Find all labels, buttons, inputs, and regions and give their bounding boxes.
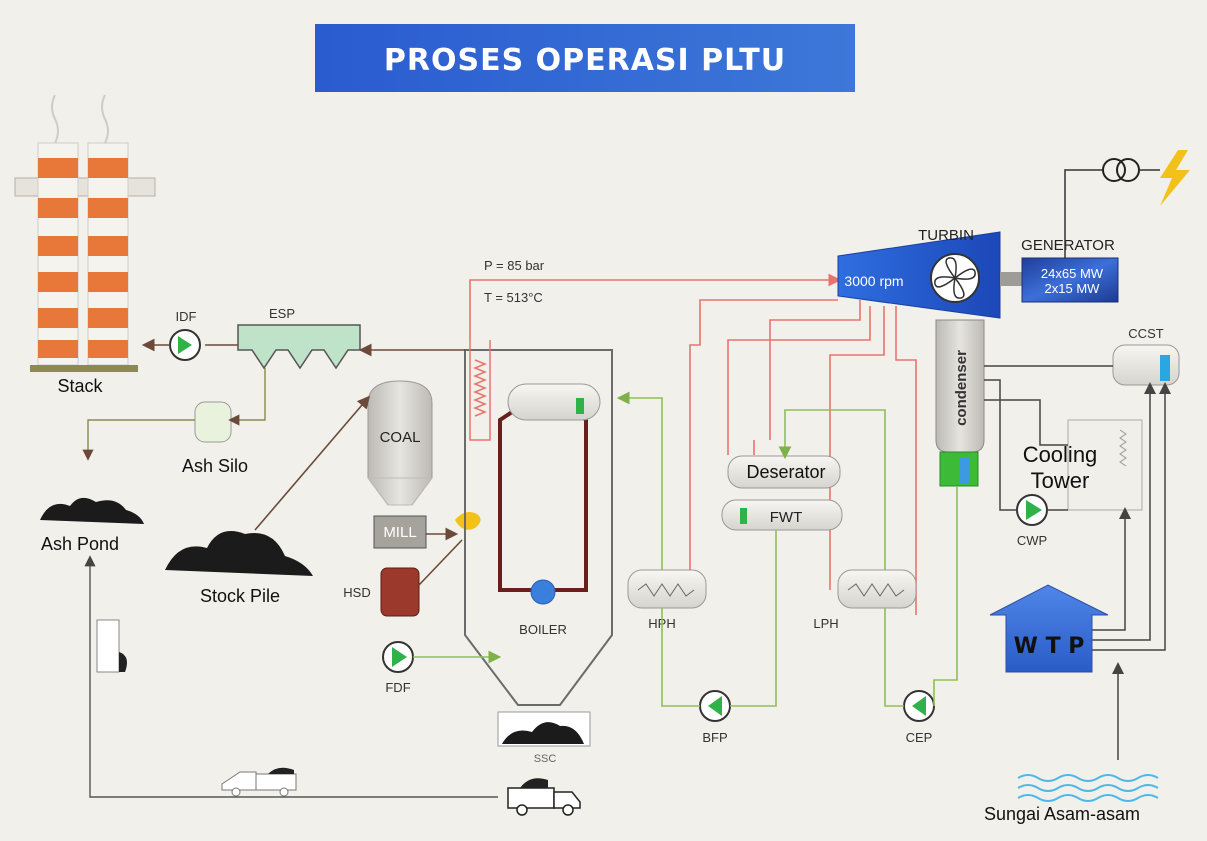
ash-pond-label: Ash Pond	[41, 534, 119, 554]
turbine[interactable]	[837, 231, 1001, 319]
fwt-tank[interactable]	[721, 499, 843, 531]
bfp-label: BFP	[702, 730, 727, 745]
steam-drum[interactable]	[507, 383, 601, 421]
flue-gas-lines	[141, 338, 465, 586]
ash-lines	[82, 368, 498, 798]
fwt-label: FWT	[770, 509, 802, 526]
idf-pump[interactable]	[169, 329, 201, 361]
cep-pump[interactable]	[903, 690, 935, 722]
hsd-label: HSD	[343, 585, 370, 600]
cooling-tower[interactable]	[1067, 419, 1143, 511]
title-banner: PROSES OPERASI PLTU	[315, 24, 855, 92]
truck-moving-icon	[221, 767, 297, 797]
turbine-label: TURBIN	[918, 227, 974, 244]
boiler-label: BOILER	[519, 622, 567, 637]
cwp-pump[interactable]	[1016, 494, 1048, 526]
transformer-icon	[1064, 158, 1160, 258]
stock-pile-label: Stock Pile	[200, 586, 280, 606]
mill[interactable]	[373, 515, 427, 549]
generator-label: GENERATOR	[1021, 237, 1115, 254]
ssc-label: SSC	[534, 753, 557, 765]
fdf-pump[interactable]	[382, 641, 414, 673]
stack	[14, 94, 156, 372]
cooling-tower-label-1: Cooling	[1023, 442, 1098, 467]
generator[interactable]	[1021, 257, 1119, 303]
steam-temperature: T = 513°C	[484, 290, 543, 305]
stack-label: Stack	[57, 376, 103, 396]
condenser-label: condenser	[953, 350, 970, 426]
truck-vertical-icon	[96, 619, 127, 673]
hsd-tank[interactable]	[380, 567, 420, 617]
cwp-label: CWP	[1017, 533, 1047, 548]
steam-lines	[469, 273, 917, 615]
lightning-icon	[1160, 150, 1190, 206]
condenser[interactable]	[935, 319, 985, 487]
fdf-label: FDF	[385, 680, 410, 695]
ccst-label: CCST	[1128, 326, 1163, 341]
lph-label: LPH	[813, 616, 838, 631]
deserator-label: Deserator	[746, 462, 825, 482]
esp-label: ESP	[269, 306, 295, 321]
coal-label: COAL	[380, 429, 421, 446]
mill-label: MILL	[383, 524, 416, 541]
wtp-unit[interactable]	[989, 584, 1109, 673]
ash-pond[interactable]	[40, 497, 144, 524]
page-title: PROSES OPERASI PLTU	[384, 43, 786, 78]
hph-heater[interactable]	[627, 569, 707, 609]
turbine-rpm: 3000 rpm	[844, 273, 903, 289]
coal-bunker[interactable]	[367, 380, 433, 506]
ash-silo[interactable]	[194, 401, 232, 443]
cooling-tower-label-2: Tower	[1031, 468, 1090, 493]
turbine-shaft	[1000, 272, 1022, 286]
ash-silo-label: Ash Silo	[182, 456, 248, 476]
river-waves	[1017, 774, 1159, 802]
ccst-tank[interactable]	[1112, 344, 1180, 386]
lph-heater[interactable]	[837, 569, 917, 609]
cooling-water-lines	[984, 365, 1171, 760]
truck-loaded-icon	[507, 778, 581, 816]
stock-pile[interactable]	[165, 531, 313, 576]
bfp-pump[interactable]	[699, 690, 731, 722]
wtp-label: W T P	[1014, 634, 1085, 659]
cep-label: CEP	[906, 730, 933, 745]
generator-capacity-2: 2x15 MW	[1045, 281, 1101, 296]
burner-flame-icon	[455, 512, 481, 530]
feedwater-lines	[616, 391, 958, 707]
steam-pressure: P = 85 bar	[484, 258, 545, 273]
esp-unit[interactable]	[237, 324, 361, 370]
ssc-conveyor[interactable]	[497, 711, 591, 747]
superheater-coil	[469, 340, 491, 441]
idf-label: IDF	[176, 309, 197, 324]
river-label: Sungai Asam-asam	[984, 804, 1140, 824]
generator-capacity-1: 24x65 MW	[1041, 266, 1104, 281]
